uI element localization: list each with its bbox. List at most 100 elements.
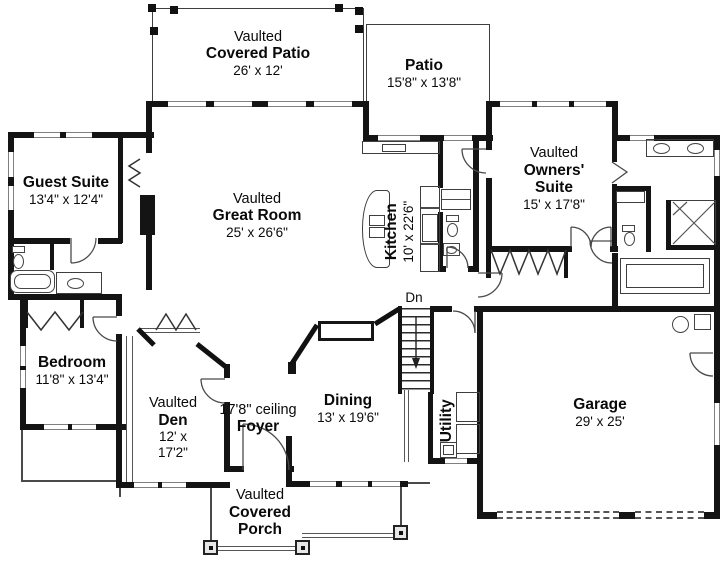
shower-wall: [666, 245, 718, 250]
window: [20, 346, 26, 366]
window: [310, 481, 336, 487]
room-dims: 15'8" x 13'8": [386, 74, 462, 90]
angled-wall: [373, 306, 401, 327]
patio-post: [355, 7, 363, 15]
room-name: Foyer: [236, 418, 280, 436]
garage-door: [497, 511, 619, 519]
counter-line: [421, 243, 439, 245]
room-name: Dining: [323, 392, 373, 410]
window: [268, 101, 306, 107]
closet-wall: [24, 300, 28, 328]
patio-post: [150, 27, 158, 35]
water-heater: [672, 316, 689, 333]
wall: [477, 512, 497, 519]
window: [372, 481, 400, 487]
room-name: Great Room: [212, 207, 302, 225]
den-label: Vaulted Den 12' x 17'2": [133, 392, 213, 464]
wall: [614, 186, 650, 191]
wall: [118, 132, 123, 243]
range: [422, 214, 438, 242]
window: [500, 101, 532, 107]
window: [537, 101, 569, 107]
sink: [687, 143, 704, 154]
pantry-shelves: [441, 189, 471, 210]
furnace: [694, 314, 711, 330]
closet-wall: [564, 246, 568, 278]
porch-post: [295, 540, 310, 555]
wall: [474, 306, 720, 312]
room-name: Patio: [405, 57, 443, 75]
stairs-direction: Dn: [405, 289, 423, 305]
window: [445, 458, 467, 464]
room-prefix: Vaulted: [233, 29, 283, 46]
room-name: Porch: [238, 521, 282, 539]
door-arc: [590, 226, 612, 248]
room-name: Den: [158, 411, 188, 429]
window: [314, 101, 352, 107]
garage-door: [635, 511, 704, 519]
wall: [146, 101, 367, 107]
shower-wall: [666, 200, 671, 250]
door-arc: [689, 352, 714, 377]
kitchen-sink: [382, 144, 406, 152]
vanity: [56, 272, 102, 294]
stair-wall: [430, 306, 434, 394]
room-name: Suite: [535, 179, 573, 197]
room-prefix: Vaulted: [148, 395, 198, 412]
window: [162, 482, 186, 488]
room-dims: 17'2": [158, 444, 188, 460]
wall: [646, 186, 651, 252]
window: [134, 482, 158, 488]
angled-wall: [288, 323, 320, 367]
window: [378, 135, 420, 141]
bathtub-inner: [14, 274, 51, 289]
window: [8, 152, 14, 177]
room-prefix: Vaulted: [235, 487, 285, 504]
patio-post: [355, 25, 363, 33]
wall: [612, 141, 617, 162]
window: [44, 424, 68, 430]
room-dims: 12' x: [158, 429, 188, 445]
wall: [434, 306, 452, 312]
closet-bifold-doors: [490, 247, 567, 277]
window: [574, 101, 606, 107]
wall: [477, 306, 483, 518]
window: [714, 150, 720, 176]
sink: [653, 143, 670, 154]
counter-line: [421, 207, 439, 209]
porch-post: [393, 525, 408, 540]
room-name: Bedroom: [37, 354, 107, 372]
covered-porch-label: Vaulted Covered Porch: [208, 484, 312, 542]
wall: [438, 141, 443, 188]
garage-label: Garage 29' x 25': [548, 394, 652, 432]
terrace-edge: [119, 480, 121, 497]
wall: [428, 390, 433, 464]
porch-edge: [400, 482, 430, 484]
wall: [286, 436, 292, 482]
den-shelf-wall: [126, 336, 133, 482]
wall: [8, 132, 14, 300]
door-arc: [570, 226, 592, 248]
toilet-tank: [12, 246, 25, 253]
toilet: [624, 232, 635, 246]
room-name: Garage: [573, 396, 627, 414]
den-opening: [140, 328, 200, 333]
wardrobe: [620, 258, 710, 294]
room-name: Guest Suite: [22, 174, 110, 192]
linen-shelf: [616, 191, 645, 203]
covered-patio-label: Vaulted Covered Patio 26' x 12': [200, 26, 316, 82]
bedroom-label: Bedroom 11'8" x 13'4": [22, 352, 122, 390]
patio-post: [170, 6, 178, 14]
wall: [116, 334, 122, 488]
window: [66, 132, 92, 138]
kitchen-counter: [420, 186, 440, 272]
patio-label: Patio 15'8" x 13'8": [372, 54, 476, 94]
patio-post: [148, 4, 156, 12]
window: [72, 424, 96, 430]
double-vanity: [646, 139, 714, 157]
wall: [146, 101, 152, 153]
toilet-tank: [622, 225, 635, 232]
wall: [438, 212, 443, 268]
wall: [714, 135, 720, 518]
